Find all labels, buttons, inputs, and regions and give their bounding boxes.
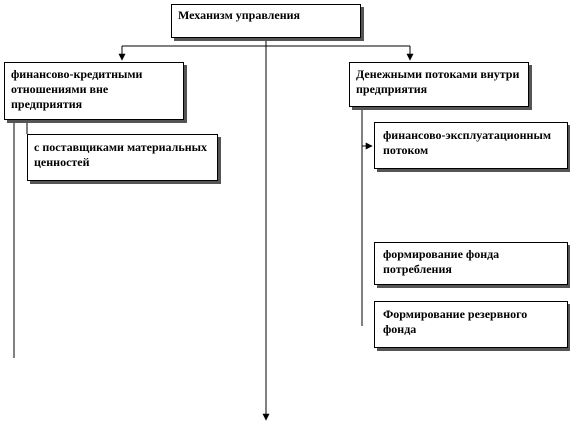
right-branch-label: Денежными потоками внутри предприятия [356, 67, 520, 96]
left-branch-node: финансово-кредитными отношениями вне пре… [4, 62, 184, 120]
left-branch-label: финансово-кредитными отношениями вне пре… [11, 67, 143, 111]
left-child-label: с поставщиками материальных ценностей [34, 140, 208, 169]
right-child-node-1: финансово-эксплуатационным потоком [374, 122, 568, 169]
root-node-label: Механизм управления [178, 8, 301, 22]
right-child-label-3: Формирование резервного фонда [383, 307, 528, 336]
right-child-node-3: Формирование резервного фонда [374, 301, 568, 348]
root-node: Механизм управления [171, 4, 361, 38]
right-branch-node: Денежными потоками внутри предприятия [349, 62, 529, 107]
right-child-label-2: формирование фонда потребления [383, 247, 500, 276]
right-child-label-1: финансово-эксплуатационным потоком [383, 128, 552, 157]
right-child-node-2: формирование фонда потребления [374, 242, 568, 285]
left-child-node: с поставщиками материальных ценностей [27, 134, 218, 181]
